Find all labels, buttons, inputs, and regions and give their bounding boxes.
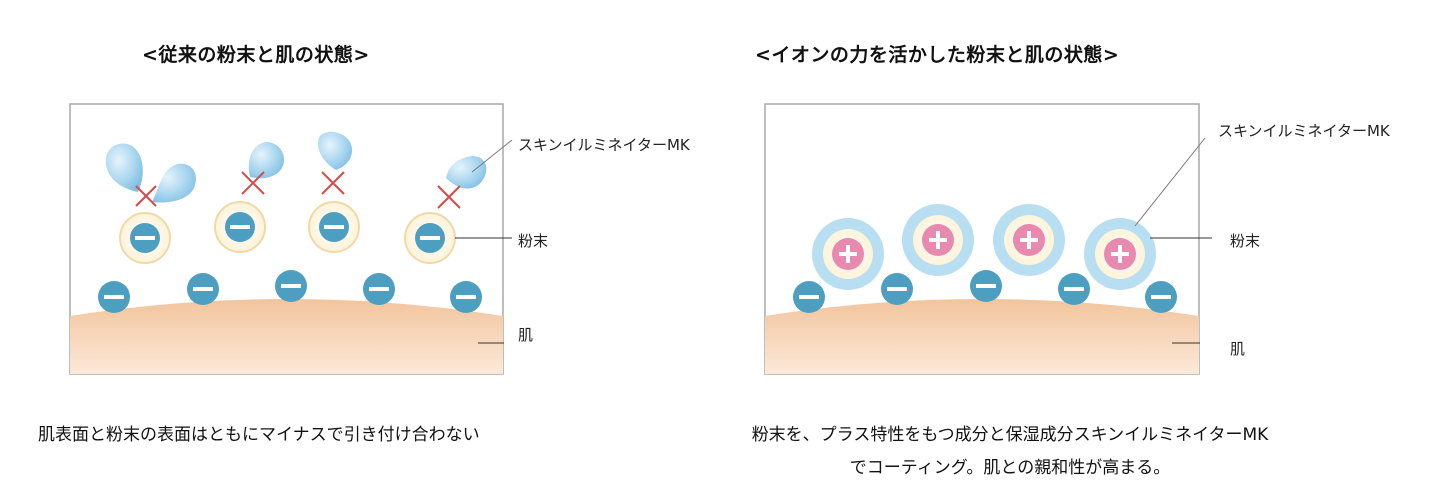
negative-ion [275,270,307,302]
powder-particle [404,212,456,264]
left-drops [105,131,487,203]
right-skin-ions [793,270,1177,313]
negative-ion [363,273,395,305]
right-caption-line2: でコーティング。肌との親和性が高まる。 [849,458,1171,478]
right-skin-surface [765,299,1199,374]
negative-ion [970,270,1002,302]
coated-powder-particle [1084,218,1156,290]
right-label-skin: 肌 [1230,340,1246,358]
cross-icon [241,171,265,195]
right-label-powder: 粉末 [1230,232,1261,250]
negative-ion [450,281,482,313]
leader-line [1134,137,1206,227]
leader-line [471,139,513,173]
left-repel-marks [135,171,461,209]
drop-icon [152,163,197,203]
negative-ion [881,273,913,305]
negative-ion [187,273,219,305]
coated-powder-particle [812,218,884,290]
left-label-powder: 粉末 [518,232,549,250]
left-label-skin-illuminator: スキンイルミネイターMK [518,136,690,154]
powder-particle [214,201,266,253]
drop-icon [317,131,353,170]
negative-ion [98,281,130,313]
powder-particle [308,201,360,253]
left-skin-ions [98,270,482,313]
drop-icon [248,142,285,179]
powder-particle [119,212,171,264]
left-panel-title: <従来の粉末と肌の状態> [142,44,370,66]
cross-icon [321,171,345,195]
coated-powder-particle [993,204,1065,276]
left-skin-surface [70,299,503,374]
right-label-skin-illuminator: スキンイルミネイターMK [1218,122,1390,140]
right-coated-particles [812,204,1156,290]
negative-ion [1058,273,1090,305]
left-panel [69,103,513,375]
drop-icon [446,156,487,189]
coated-powder-particle [902,204,974,276]
right-panel [764,103,1212,375]
right-caption-line1: 粉末を、プラス特性をもつ成分と保湿成分スキンイルミネイターMK [751,425,1269,445]
cross-icon [135,185,157,207]
drop-icon [105,143,143,192]
right-panel-title: <イオンの力を活かした粉末と肌の状態> [755,44,1120,66]
left-caption: 肌表面と粉末の表面はともにマイナスで引き付け合わない [38,425,480,445]
left-label-skin: 肌 [518,326,534,344]
negative-ion [1145,281,1177,313]
left-powder-particles [119,201,456,264]
negative-ion [793,281,825,313]
cross-icon [437,185,461,209]
